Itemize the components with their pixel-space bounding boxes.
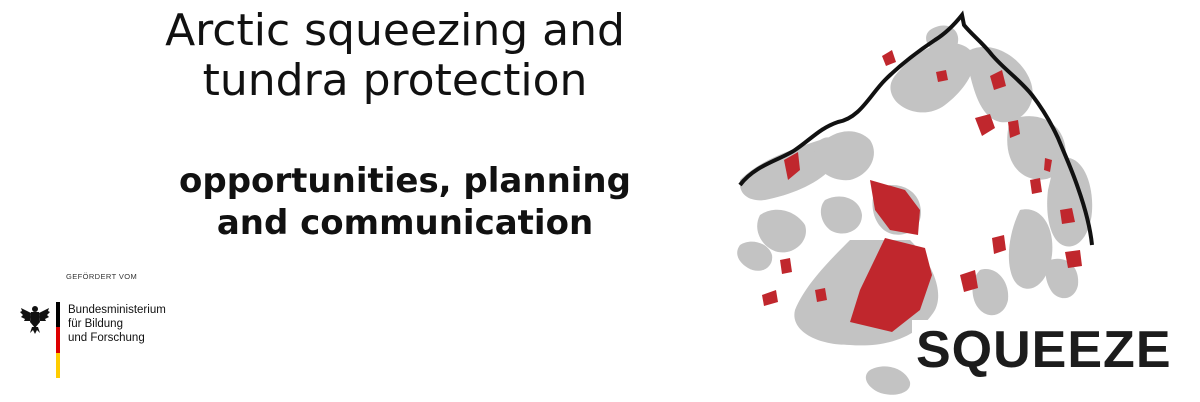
protected-areas [762, 50, 1082, 332]
funder-name-line-3: und Forschung [68, 332, 145, 344]
flag-stripe-red [56, 327, 60, 353]
coastline [738, 10, 1094, 246]
squeeze-wordmark: SQUEEZE [912, 320, 1176, 380]
arctic-map-logo [737, 10, 1094, 395]
funder-caption: GEFÖRDERT VOM [66, 272, 138, 281]
german-flag-bar [56, 302, 60, 378]
funder-name: Bundesministerium für Bildung und Forsch… [68, 303, 166, 345]
flag-stripe-gold [56, 352, 60, 378]
subtitle-line-2: and communication [216, 203, 594, 243]
title-line-1: Arctic squeezing and [165, 5, 625, 56]
subtitle-line-1: opportunities, planning [179, 161, 631, 201]
page-subtitle: opportunities, planning and communicatio… [150, 160, 660, 244]
title-line-2: tundra protection [202, 55, 588, 106]
flag-stripe-black [56, 302, 60, 328]
eagle-icon [20, 306, 50, 334]
funder-name-line-2: für Bildung [68, 318, 123, 330]
funder-logo: GEFÖRDERT VOM Bundesministerium für Bild… [0, 252, 205, 402]
funder-name-line-1: Bundesministerium [68, 304, 166, 316]
page-title: Arctic squeezing and tundra protection [120, 6, 670, 106]
